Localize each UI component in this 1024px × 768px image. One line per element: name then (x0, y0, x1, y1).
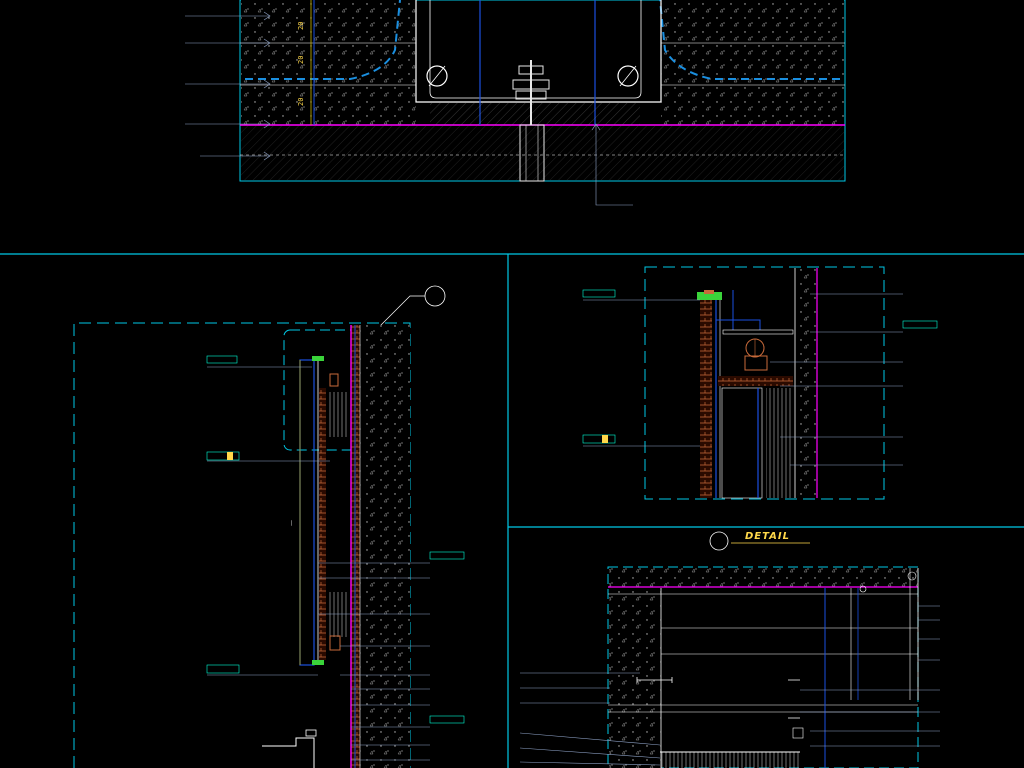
waterproof-membrane (245, 0, 401, 80)
mirror-cabinet-detail (582, 266, 938, 500)
detail-title: DETAIL (745, 531, 790, 542)
top-bottom-notes (591, 123, 633, 206)
dimension-2: 20 (297, 22, 305, 30)
downlight-fixture (744, 338, 768, 371)
detail-callout-circle (709, 531, 729, 551)
left-wall-section: — (73, 285, 465, 768)
mid-tags (582, 289, 938, 444)
svg-text:—: — (288, 520, 295, 526)
faucet (262, 729, 317, 768)
top-detail: 20 20 20 (185, 0, 846, 206)
drain-channel (415, 0, 662, 103)
anchor-bolt (512, 60, 550, 182)
dimension-1: 20 (297, 56, 305, 64)
panel-borders (0, 253, 1024, 768)
top-left-notes (185, 11, 271, 161)
mid-leaders (583, 293, 903, 466)
left-tags (206, 355, 465, 724)
vanity-detail: DETAIL (519, 531, 940, 768)
left-leaders (207, 366, 430, 761)
vanity-leaders (519, 605, 940, 766)
dimension-3: 20 (297, 98, 305, 106)
callout-circle (424, 285, 446, 307)
